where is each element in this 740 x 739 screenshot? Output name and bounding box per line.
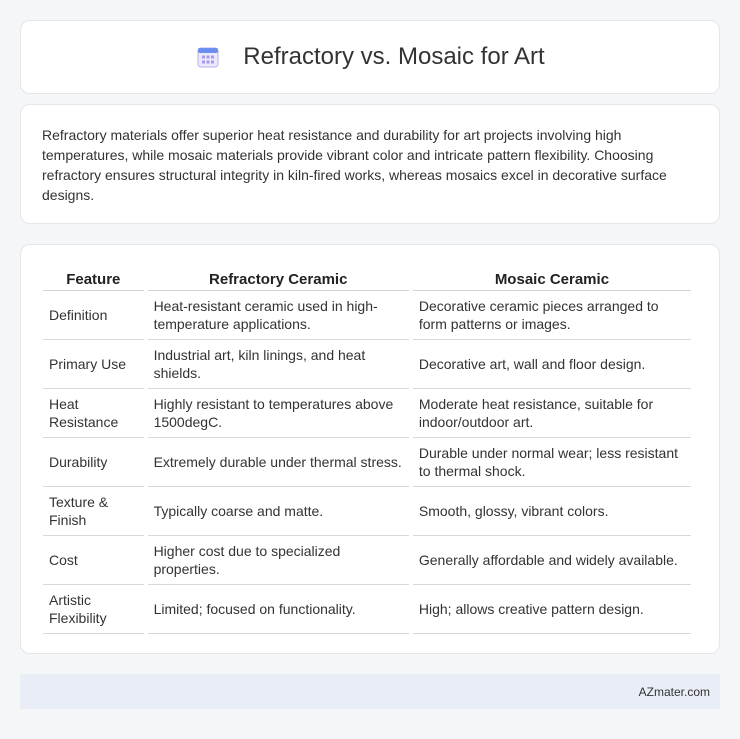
- refractory-cell: Heat-resistant ceramic used in high-temp…: [147, 291, 409, 340]
- mosaic-cell: Durable under normal wear; less resistan…: [412, 438, 691, 487]
- refractory-cell: Typically coarse and matte.: [147, 487, 409, 536]
- intro-card: Refractory materials offer superior heat…: [20, 104, 720, 224]
- mosaic-cell: Decorative art, wall and floor design.: [412, 340, 691, 389]
- calendar-icon: [197, 47, 219, 68]
- table-row: Texture & Finish Typically coarse and ma…: [43, 487, 691, 536]
- refractory-cell: Limited; focused on functionality.: [147, 585, 409, 634]
- feature-cell: Artistic Flexibility: [43, 585, 144, 634]
- table-row: Definition Heat-resistant ceramic used i…: [43, 291, 691, 340]
- mosaic-cell: Decorative ceramic pieces arranged to fo…: [412, 291, 691, 340]
- feature-cell: Primary Use: [43, 340, 144, 389]
- intro-text: Refractory materials offer superior heat…: [42, 127, 667, 203]
- refractory-cell: Industrial art, kiln linings, and heat s…: [147, 340, 409, 389]
- table-header-row: Feature Refractory Ceramic Mosaic Cerami…: [43, 265, 691, 291]
- feature-cell: Definition: [43, 291, 144, 340]
- column-header-mosaic: Mosaic Ceramic: [412, 265, 691, 291]
- feature-cell: Durability: [43, 438, 144, 487]
- feature-cell: Cost: [43, 536, 144, 585]
- footer: AZmater.com: [20, 674, 720, 709]
- table-row: Heat Resistance Highly resistant to temp…: [43, 389, 691, 438]
- feature-cell: Texture & Finish: [43, 487, 144, 536]
- mosaic-cell: High; allows creative pattern design.: [412, 585, 691, 634]
- comparison-table: Feature Refractory Ceramic Mosaic Cerami…: [39, 265, 695, 634]
- column-header-refractory: Refractory Ceramic: [147, 265, 409, 291]
- table-row: Durability Extremely durable under therm…: [43, 438, 691, 487]
- table-row: Artistic Flexibility Limited; focused on…: [43, 585, 691, 634]
- title-card: Refractory vs. Mosaic for Art: [20, 20, 720, 94]
- feature-cell: Heat Resistance: [43, 389, 144, 438]
- refractory-cell: Extremely durable under thermal stress.: [147, 438, 409, 487]
- comparison-card: Feature Refractory Ceramic Mosaic Cerami…: [20, 244, 720, 654]
- refractory-cell: Highly resistant to temperatures above 1…: [147, 389, 409, 438]
- mosaic-cell: Moderate heat resistance, suitable for i…: [412, 389, 691, 438]
- mosaic-cell: Generally affordable and widely availabl…: [412, 536, 691, 585]
- table-row: Primary Use Industrial art, kiln linings…: [43, 340, 691, 389]
- mosaic-cell: Smooth, glossy, vibrant colors.: [412, 487, 691, 536]
- footer-site-label: AZmater.com: [638, 684, 710, 699]
- column-header-feature: Feature: [43, 265, 144, 291]
- page-title: Refractory vs. Mosaic for Art: [243, 43, 545, 70]
- refractory-cell: Higher cost due to specialized propertie…: [147, 536, 409, 585]
- table-row: Cost Higher cost due to specialized prop…: [43, 536, 691, 585]
